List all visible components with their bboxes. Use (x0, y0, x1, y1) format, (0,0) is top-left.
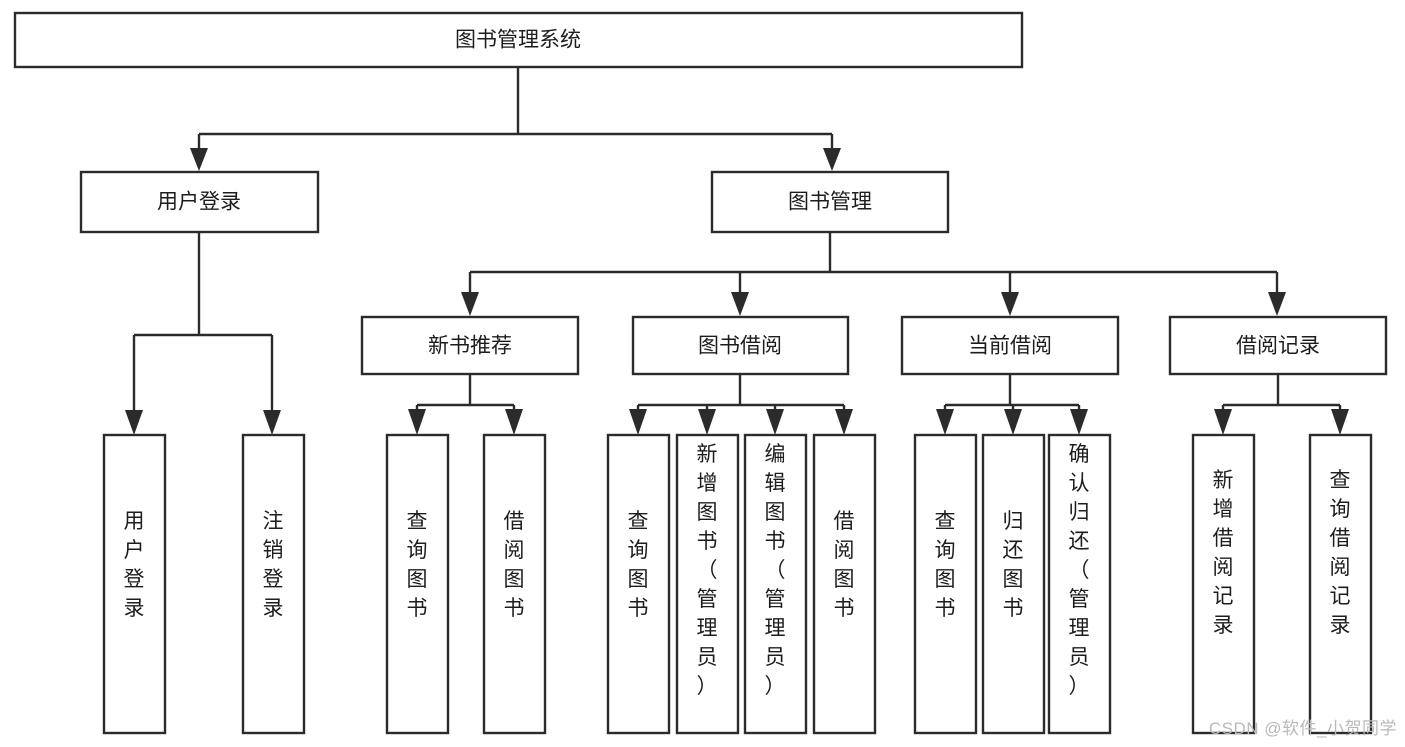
connector-book-borrow-to-leaves (629, 374, 853, 435)
leaf-query-book-2-box[interactable] (606, 433, 671, 735)
leaf-borrow-book-1[interactable]: 借阅图书 (482, 433, 547, 735)
leaf-query-record-box[interactable] (1308, 433, 1373, 735)
arrow-head-icon (125, 410, 143, 435)
connector-root-to-level2 (190, 67, 841, 171)
arrow-head-icon (505, 409, 523, 435)
leaf-user-login-label: 用户登录 (124, 510, 145, 620)
leaf-confirm-return[interactable]: 确认归还（管理员） (1047, 433, 1112, 735)
node-root-label: 图书管理系统 (455, 29, 581, 52)
arrow-head-icon (731, 292, 749, 316)
leaf-borrow-book-1-label: 借阅图书 (504, 510, 525, 620)
leaf-query-book-1[interactable]: 查询图书 (385, 433, 450, 735)
arrow-head-icon (408, 409, 426, 435)
leaf-return-book-box[interactable] (981, 433, 1046, 735)
leaf-query-book-1-box[interactable] (385, 433, 450, 735)
node-user-login-box[interactable] (79, 170, 320, 234)
leaf-user-logout[interactable]: 注销登录 (241, 433, 306, 735)
arrow-head-icon (190, 148, 208, 171)
node-current-borrow[interactable]: 当前借阅 (900, 315, 1120, 376)
connector-current-borrow-to-leaves (936, 374, 1088, 435)
watermark-label: CSDN @软件_小贺同学 (1208, 719, 1397, 738)
node-book-borrow-label: 图书借阅 (698, 335, 782, 358)
leaf-query-book-3-label: 查询图书 (935, 510, 956, 620)
leaf-query-book-2[interactable]: 查询图书 (606, 433, 671, 735)
arrow-head-icon (461, 292, 479, 316)
leaf-edit-book-box[interactable] (743, 433, 808, 735)
connector-user-login-to-leaves (125, 232, 281, 435)
arrow-head-icon (1268, 292, 1286, 316)
leaf-edit-book-label: 编辑图书（管理员） (765, 443, 786, 698)
leaf-return-book[interactable]: 归还图书 (981, 433, 1046, 735)
leaf-user-login[interactable]: 用户登录 (102, 433, 167, 735)
node-new-book-rec[interactable]: 新书推荐 (360, 315, 580, 376)
node-current-borrow-box[interactable] (900, 315, 1120, 376)
arrow-head-icon (766, 409, 784, 435)
leaf-add-record-label: 新增借阅记录 (1213, 469, 1234, 637)
connector-book-manage-to-level3 (461, 232, 1286, 316)
leaf-add-book-label: 新增图书（管理员） (697, 443, 718, 698)
leaf-add-book-box[interactable] (675, 433, 740, 735)
connector-borrow-record-to-leaves (1214, 374, 1349, 435)
arrow-head-icon (823, 148, 841, 171)
arrow-head-icon (263, 410, 281, 435)
leaf-user-logout-box[interactable] (241, 433, 306, 735)
leaf-borrow-book-1-box[interactable] (482, 433, 547, 735)
node-new-book-rec-label: 新书推荐 (428, 335, 512, 358)
leaf-add-book[interactable]: 新增图书（管理员） (675, 433, 740, 735)
leaf-query-book-3-box[interactable] (913, 433, 978, 735)
node-user-login[interactable]: 用户登录 (79, 170, 320, 234)
arrow-head-icon (936, 409, 954, 435)
leaf-user-login-box[interactable] (102, 433, 167, 735)
arrow-head-icon (1070, 409, 1088, 435)
leaf-confirm-return-box[interactable] (1047, 433, 1112, 735)
leaf-add-record-box[interactable] (1191, 433, 1256, 735)
connector-new-book-rec-to-leaves (408, 374, 523, 435)
node-book-manage-label: 图书管理 (788, 191, 872, 214)
arrow-head-icon (698, 409, 716, 435)
node-current-borrow-label: 当前借阅 (968, 335, 1052, 358)
arrow-head-icon (1004, 409, 1022, 435)
leaf-query-book-1-label: 查询图书 (407, 510, 428, 620)
node-borrow-record-label: 借阅记录 (1236, 335, 1320, 358)
node-root[interactable]: 图书管理系统 (13, 11, 1024, 69)
leaf-return-book-label: 归还图书 (1003, 510, 1024, 620)
leaf-edit-book[interactable]: 编辑图书（管理员） (743, 433, 808, 735)
arrow-head-icon (1331, 409, 1349, 435)
arrow-head-icon (1001, 292, 1019, 316)
arrow-head-icon (1214, 409, 1232, 435)
node-book-manage[interactable]: 图书管理 (710, 170, 950, 234)
arrow-head-icon (835, 409, 853, 435)
node-new-book-rec-box[interactable] (360, 315, 580, 376)
node-user-login-label: 用户登录 (157, 191, 241, 214)
leaf-user-logout-label: 注销登录 (263, 510, 284, 620)
node-borrow-record[interactable]: 借阅记录 (1168, 315, 1388, 376)
leaf-confirm-return-label: 确认归还（管理员） (1069, 443, 1090, 698)
leaf-query-book-3[interactable]: 查询图书 (913, 433, 978, 735)
leaf-borrow-book-2-label: 借阅图书 (834, 510, 855, 620)
leaf-borrow-book-2[interactable]: 借阅图书 (812, 433, 877, 735)
node-book-borrow[interactable]: 图书借阅 (631, 315, 850, 376)
leaf-borrow-book-2-box[interactable] (812, 433, 877, 735)
leaf-query-record[interactable]: 查询借阅记录 (1308, 433, 1373, 735)
leaf-query-book-2-label: 查询图书 (628, 510, 649, 620)
arrow-head-icon (629, 409, 647, 435)
leaf-add-record[interactable]: 新增借阅记录 (1191, 433, 1256, 735)
node-root-box[interactable] (13, 11, 1024, 69)
leaf-query-record-label: 查询借阅记录 (1330, 469, 1351, 637)
